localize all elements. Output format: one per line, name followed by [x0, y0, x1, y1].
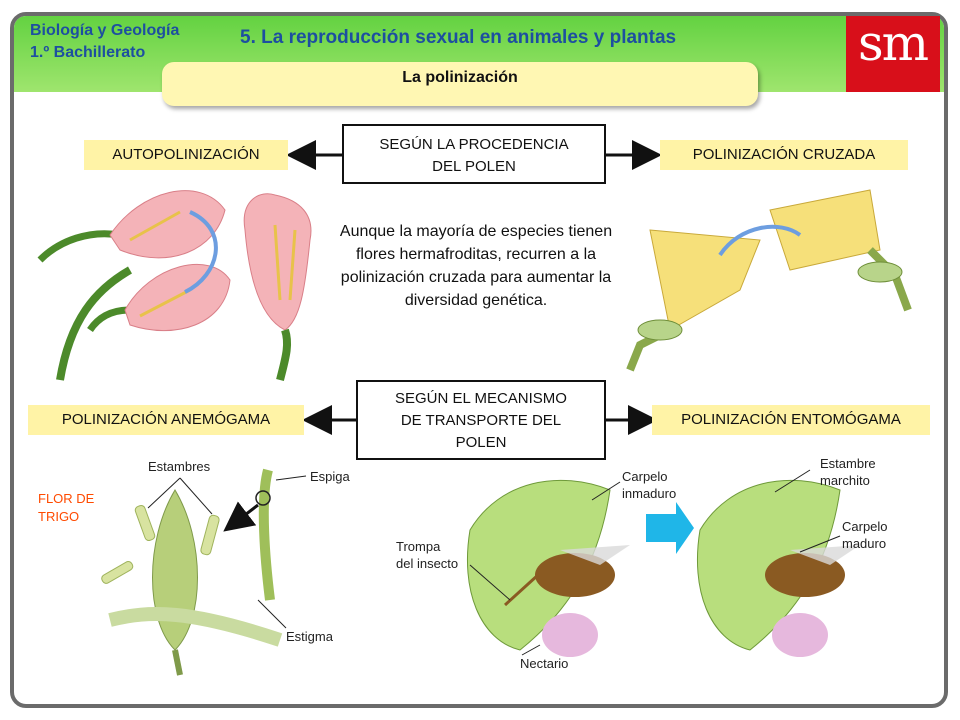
caption-nectario: Nectario	[520, 656, 569, 671]
caption-carpelo-inmaduro: Carpelo inmaduro	[622, 468, 676, 502]
criterion-mechanism-line-1: SEGÚN EL MECANISMO	[395, 390, 567, 407]
subject-label: Biología y Geología 1.º Bachillerato	[30, 20, 179, 64]
caption-estambres: Estambres	[148, 459, 211, 474]
label-polinizacion-cruzada: POLINIZACIÓN CRUZADA	[660, 140, 908, 170]
wheat-title-line-1: FLOR DE	[38, 491, 95, 506]
subject-line-2: 1.º Bachillerato	[30, 44, 146, 61]
wheat-title-line-2: TRIGO	[38, 509, 80, 524]
subject-line-1: Biología y Geología	[30, 22, 180, 39]
caption-espiga: Espiga	[310, 469, 350, 484]
caption-carpelo-maduro: Carpelo maduro	[842, 518, 888, 552]
criterion-origin-line-2: DEL POLEN	[432, 158, 516, 175]
wheat-title: FLOR DE TRIGO	[38, 490, 94, 526]
label-autopolinizacion: AUTOPOLINIZACIÓN	[84, 140, 288, 170]
caption-trompa-line-1: Trompa	[396, 539, 441, 554]
slide-title: 5. La reproducción sexual en animales y …	[240, 27, 677, 48]
caption-estigma: Estigma	[286, 629, 333, 644]
sm-logo-text: sm	[858, 14, 929, 72]
caption-estambre-line-1: Estambre	[820, 456, 876, 471]
caption-carpelo-maduro-line-2: maduro	[842, 536, 887, 551]
caption-trompa: Trompa del insecto	[396, 538, 458, 572]
caption-carpelo-inmaduro-line-1: Carpelo	[622, 469, 668, 484]
cross-pollination-illustration	[626, 189, 912, 372]
caption-trompa-line-2: del insecto	[396, 556, 459, 571]
caption-estambre-marchito: Estambre marchito	[820, 455, 876, 489]
label-entomogama: POLINIZACIÓN ENTOMÓGAMA	[652, 405, 930, 435]
explanation-paragraph: Aunque la mayoría de especies tienen flo…	[339, 223, 613, 309]
criterion-origin-line-1: SEGÚN LA PROCEDENCIA	[379, 136, 569, 153]
caption-estambre-line-2: marchito	[820, 473, 870, 488]
insect-pollination-illustration	[466, 469, 860, 657]
criterion-mechanism-box: SEGÚN EL MECANISMO DE TRANSPORTE DEL POL…	[356, 380, 606, 460]
label-anemogama: POLINIZACIÓN ANEMÓGAMA	[28, 405, 304, 435]
section-title: La polinización	[162, 62, 758, 106]
caption-carpelo-maduro-line-1: Carpelo	[842, 519, 888, 534]
criterion-mechanism-line-2: DE TRANSPORTE DEL	[400, 412, 562, 429]
sm-logo	[846, 16, 940, 92]
criterion-origin-box: SEGÚN LA PROCEDENCIA DEL POLEN	[342, 124, 606, 184]
self-pollination-illustration	[37, 190, 312, 381]
caption-carpelo-inmaduro-line-2: inmaduro	[622, 486, 677, 501]
wheat-flower-illustration	[101, 468, 307, 676]
criterion-mechanism-line-3: POLEN	[455, 434, 507, 451]
